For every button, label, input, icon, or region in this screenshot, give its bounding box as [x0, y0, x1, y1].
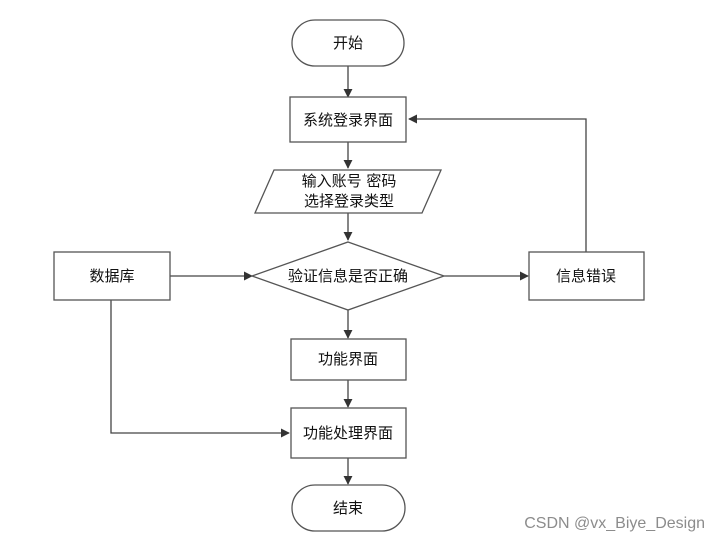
input-label-line2: 选择登录类型	[304, 192, 394, 210]
start-label: 开始	[333, 34, 363, 52]
arrow-database-to-process	[110, 300, 290, 438]
database-node: 数据库	[53, 251, 171, 301]
login-screen-shape	[289, 96, 407, 143]
database-label: 数据库	[89, 267, 134, 285]
login-screen-node: 系统登录界面	[289, 96, 407, 143]
arrow-error-to-login	[408, 114, 587, 252]
function-process-node: 功能处理界面	[290, 407, 407, 459]
end-node: 结束	[291, 484, 406, 532]
end-shape	[291, 484, 406, 532]
verify-node: 验证信息是否正确	[250, 241, 446, 311]
error-shape	[528, 251, 645, 301]
function-screen-node: 功能界面	[290, 338, 407, 381]
function-process-shape	[290, 407, 407, 459]
verify-shape	[250, 241, 446, 311]
input-shape	[254, 169, 442, 214]
input-label-line1: 输入账号 密码	[302, 172, 397, 190]
verify-label: 验证信息是否正确	[288, 267, 408, 285]
function-screen-label: 功能界面	[318, 350, 378, 368]
function-process-label: 功能处理界面	[303, 424, 393, 442]
start-shape	[291, 19, 405, 67]
input-node: 输入账号 密码 选择登录类型	[254, 169, 442, 214]
database-shape	[53, 251, 171, 301]
start-node: 开始	[291, 19, 405, 67]
function-screen-shape	[290, 338, 407, 381]
end-label: 结束	[333, 499, 363, 517]
watermark-text: CSDN @vx_Biye_Design	[524, 515, 705, 532]
error-node: 信息错误	[528, 251, 645, 301]
login-screen-label: 系统登录界面	[303, 111, 393, 129]
connectors	[110, 66, 587, 485]
error-label: 信息错误	[556, 267, 616, 285]
